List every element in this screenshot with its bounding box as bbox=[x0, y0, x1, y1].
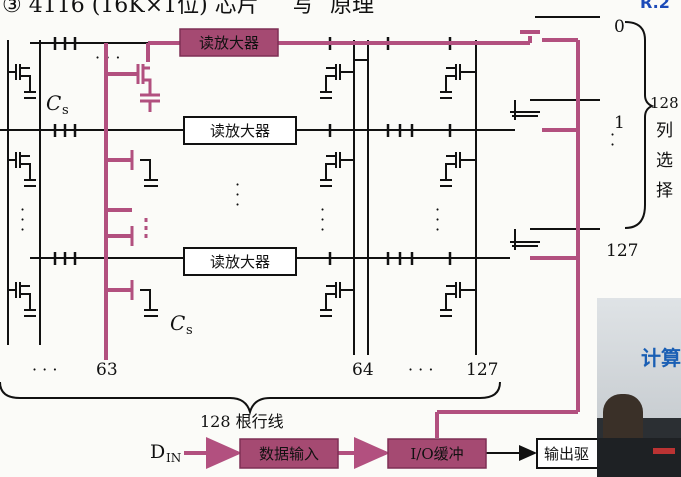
title-suffix: 原理 bbox=[330, 0, 374, 18]
svg-text:·: · bbox=[610, 135, 615, 154]
video-logo-text: 计算 bbox=[641, 346, 681, 370]
page-title: ③ 4116 (16K×1位) 芯片 写 原理 R.2 bbox=[2, 0, 670, 18]
dots-left: · · · bbox=[32, 360, 57, 379]
memory-cells bbox=[8, 59, 476, 317]
cs-label-bottom: C s bbox=[170, 311, 193, 338]
video-overlay: 计算 bbox=[597, 298, 681, 477]
write-path bbox=[104, 30, 580, 438]
column-select-char-2: 选 bbox=[656, 151, 673, 171]
svg-text:·: · bbox=[20, 200, 25, 219]
svg-text:·: · bbox=[20, 220, 25, 239]
column-index-0: 0 bbox=[614, 17, 625, 37]
title-highlight: 写 bbox=[292, 0, 314, 18]
column-label-63: 63 bbox=[96, 360, 118, 380]
column-label-127: 127 bbox=[466, 360, 498, 380]
data-input-block: 数据输入 bbox=[239, 438, 339, 469]
svg-text:·: · bbox=[320, 200, 325, 219]
svg-text:·: · bbox=[320, 220, 325, 239]
svg-text:·: · bbox=[320, 210, 325, 229]
svg-text:读放大器: 读放大器 bbox=[199, 34, 259, 52]
column-select-char-3: 择 bbox=[656, 181, 673, 201]
sense-amp-row0: 读放大器 bbox=[179, 28, 279, 57]
row-lines-brace bbox=[0, 381, 501, 416]
svg-text:数据输入: 数据输入 bbox=[259, 445, 319, 463]
word-lines bbox=[7, 40, 477, 355]
svg-text:·: · bbox=[610, 125, 615, 144]
io-buffer-block: I/O缓冲 bbox=[387, 438, 487, 469]
column-label-64: 64 bbox=[352, 360, 374, 380]
title-prefix: ③ 4116 (16K×1位) 芯片 bbox=[2, 0, 259, 18]
din-label: D IN bbox=[150, 441, 181, 465]
svg-text:s: s bbox=[186, 323, 193, 338]
svg-text:·: · bbox=[20, 210, 25, 229]
svg-text:输出驱: 输出驱 bbox=[544, 445, 589, 463]
svg-text:IN: IN bbox=[166, 451, 181, 465]
svg-text:·: · bbox=[435, 220, 440, 239]
svg-text:·: · bbox=[235, 195, 240, 214]
ellipsis-dots: · · · ··· ··· ··· ··· ·· bbox=[20, 48, 615, 239]
svg-text:s: s bbox=[62, 103, 69, 118]
svg-text:C: C bbox=[170, 311, 185, 335]
write-transistor bbox=[130, 64, 160, 300]
row-lines-label: 128 根行线 bbox=[200, 412, 284, 431]
corner-label: R.2 bbox=[640, 0, 670, 12]
svg-text:C: C bbox=[46, 91, 61, 115]
desk-object bbox=[653, 448, 675, 454]
bit-lines bbox=[0, 16, 600, 259]
svg-text:·: · bbox=[435, 200, 440, 219]
cs-label-top: C s bbox=[46, 91, 69, 118]
column-select-transistors bbox=[510, 100, 540, 250]
svg-text:·: · bbox=[435, 210, 440, 229]
svg-text:读放大器: 读放大器 bbox=[210, 253, 270, 271]
svg-text:读放大器: 读放大器 bbox=[210, 122, 270, 140]
sense-amp-row1: 读放大器 bbox=[183, 116, 297, 145]
svg-text:I/O缓冲: I/O缓冲 bbox=[410, 445, 463, 463]
column-select-char-1: 列 bbox=[656, 121, 673, 141]
svg-text:D: D bbox=[150, 441, 165, 463]
column-select-brace bbox=[624, 21, 655, 229]
line-ticks bbox=[53, 37, 452, 265]
svg-text:·: · bbox=[235, 185, 240, 204]
column-index-1: 1 bbox=[614, 113, 625, 133]
dots-right: · · · bbox=[408, 360, 433, 379]
desk bbox=[597, 438, 681, 477]
column-select-label: 128 列 选 择 bbox=[650, 94, 679, 201]
column-index-127: 127 bbox=[606, 241, 638, 261]
sense-amp-row2: 读放大器 bbox=[183, 247, 297, 276]
svg-text:·: · bbox=[235, 175, 240, 194]
column-count: 128 bbox=[650, 94, 679, 112]
